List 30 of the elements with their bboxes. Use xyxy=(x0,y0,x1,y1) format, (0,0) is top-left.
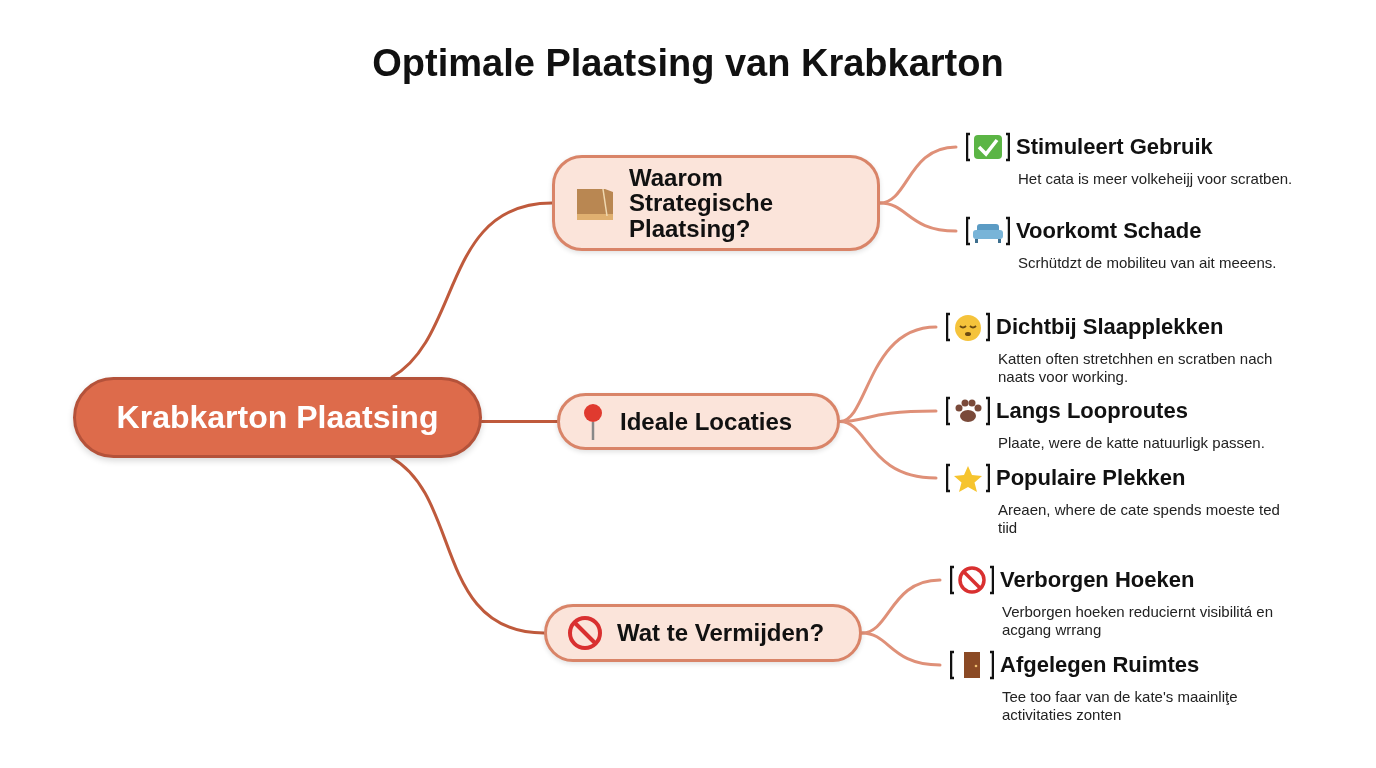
leaf-description: Het cata is meer volkeheijj voor scratben. xyxy=(1018,170,1294,188)
connector-curve xyxy=(480,420,559,423)
leaf-description: Verborgen hoeken reduciernt visibilitá en acgang wrrang xyxy=(1002,603,1274,639)
leaf-heading: Langs Looproutes xyxy=(996,398,1188,424)
leaf-description: Scrhütdzt de mobiliteu van ait meeens. xyxy=(1018,254,1278,272)
branch-node xyxy=(552,155,880,251)
leaf-heading: Afgelegen Ruimtes xyxy=(1000,652,1200,678)
connector-curve xyxy=(860,578,942,635)
branch-label: Wat te Vermijden? xyxy=(617,620,825,646)
leaf-heading: Stimuleert Gebruik xyxy=(1016,134,1213,160)
leaf-description: Katten often stretchhen en scratben nach naats voor working. xyxy=(998,350,1274,386)
branch-label: Ideale Locaties xyxy=(620,408,793,435)
connector-curve xyxy=(878,145,958,205)
connector-curve xyxy=(838,420,938,480)
leaf-description: Areaen, where de cate spends moeste ted tiid xyxy=(998,501,1281,537)
leaf-description: Plaate, were de katte natuurligk passen. xyxy=(998,434,1266,452)
connector-curve xyxy=(390,456,546,635)
connector-curve xyxy=(390,201,554,379)
leaf-heading: Dichtbij Slaapplekken xyxy=(996,314,1224,340)
branch-node xyxy=(544,604,862,662)
connector-curve xyxy=(860,631,942,667)
leaf-heading: Populaire Plekken xyxy=(996,465,1186,491)
leaf-description: Tee too faar van de kate's maainliţe activitaties zonten xyxy=(1002,688,1239,724)
leaf-heading: Voorkomt Schade xyxy=(1016,218,1202,244)
diagram-title: Optimale Plaatsing van Krabkarton xyxy=(372,42,1004,85)
root-node: Krabkarton Plaatsing xyxy=(73,377,482,458)
branch-label: Waarom Strategische Plaatsing? xyxy=(629,165,775,241)
connector-curve xyxy=(878,201,958,233)
leaf-heading: Verborgen Hoeken xyxy=(1000,567,1195,593)
branch-node xyxy=(557,393,840,450)
